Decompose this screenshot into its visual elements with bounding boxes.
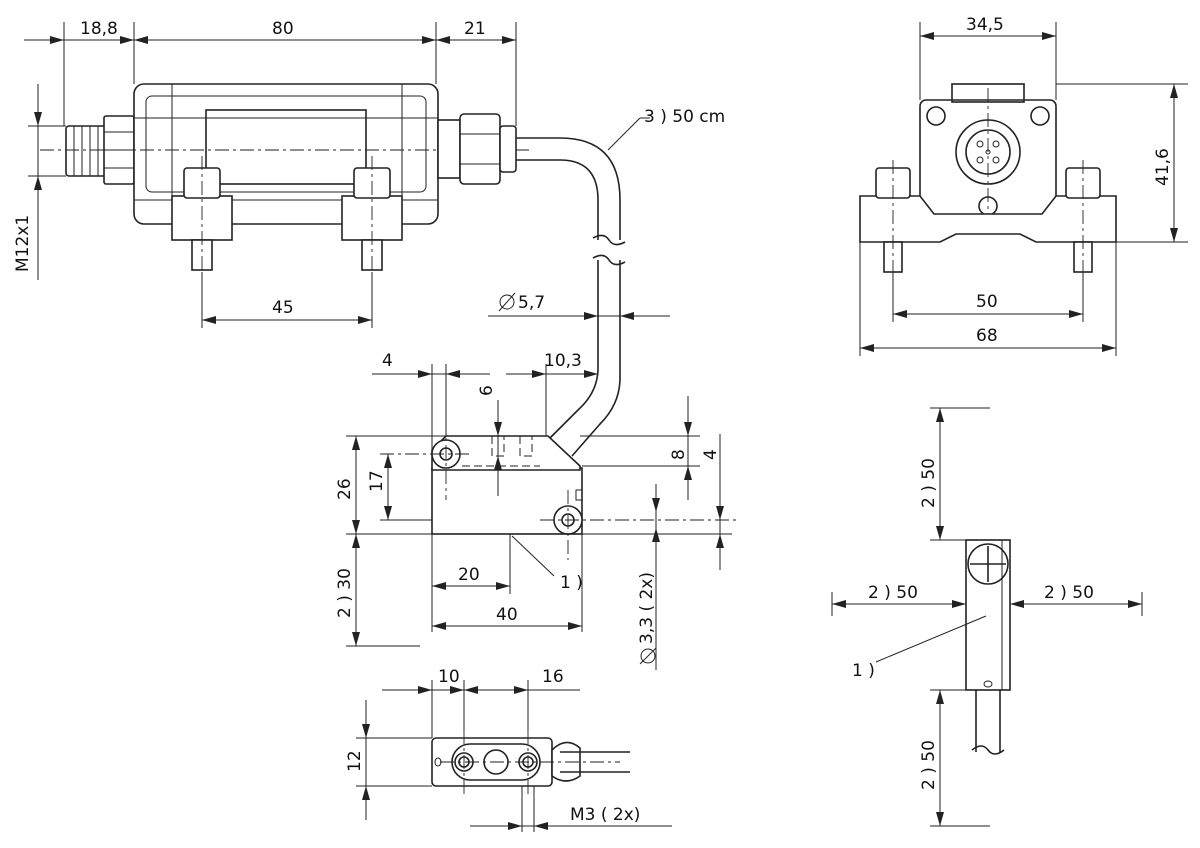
note-label-1-right: 1 ) — [852, 661, 875, 681]
dim-label-4: 4 — [382, 351, 393, 371]
view-bottom: 10 16 12 M3 ( 2x) — [345, 667, 672, 832]
dim-label-10: 10 — [438, 667, 460, 687]
clearance-label-left: 2 ) 50 — [868, 583, 918, 603]
clearance-top: 2 ) 50 — [919, 407, 990, 541]
dimension-45: 45 — [201, 272, 373, 328]
cable-length-note: 3 ) 50 cm — [607, 107, 725, 151]
dim-label-4b: 4 — [701, 449, 721, 460]
clearance-right: 2 ) 50 — [1010, 583, 1143, 616]
view-right: 2 ) 50 2 ) 50 2 ) 50 2 ) 50 1 ) — [831, 407, 1143, 827]
bottom-view-body — [431, 730, 630, 796]
dimension-26: 26 — [335, 435, 446, 535]
dim-label-26: 26 — [335, 478, 355, 500]
dimension-20: 20 — [431, 534, 511, 632]
cable-length-label: 3 ) 50 cm — [644, 107, 725, 127]
dim-label-21: 21 — [464, 19, 486, 39]
end-view-housing — [919, 83, 1057, 236]
dim-label-41-6: 41,6 — [1153, 148, 1173, 186]
clearance-label-bottom: 2 ) 50 — [919, 740, 939, 790]
clearance-bottom: 2 ) 50 — [919, 689, 990, 827]
dim-label-68: 68 — [976, 326, 998, 346]
note-ref-1-right: 1 ) — [852, 615, 987, 681]
clearance-left: 2 ) 50 — [831, 583, 966, 616]
dim-label-50: 50 — [976, 292, 998, 312]
cable-gland — [437, 113, 517, 185]
cable-diameter-label: 5,7 — [518, 293, 545, 313]
dim-label-40: 40 — [496, 605, 518, 625]
dimension-16: 16 — [450, 667, 580, 730]
dim-label-45: 45 — [272, 298, 294, 318]
thread-label-m3: M3 ( 2x) — [570, 805, 640, 825]
dimension-cable-diameter: 5,7 — [488, 292, 670, 320]
dimension-m12: M12x1 — [13, 84, 66, 280]
dimension-50-top-right: 50 — [892, 272, 1084, 322]
sensor-front — [965, 539, 1011, 755]
dimension-8: 8 — [580, 396, 700, 500]
dimension-80: 80 — [134, 19, 437, 84]
cable — [516, 137, 626, 457]
dimension-10: 10 — [382, 667, 500, 738]
dimension-hole-diameter: 3,3 ( 2x) — [637, 484, 660, 670]
dim-label-17: 17 — [367, 470, 387, 492]
dim-label-8: 8 — [669, 449, 689, 460]
clearance-label-top: 2 ) 50 — [919, 458, 939, 508]
dimension-68: 68 — [859, 242, 1117, 356]
sensor-side-body — [380, 420, 740, 560]
clearance-label-right: 2 ) 50 — [1044, 583, 1094, 603]
dimension-30-clearance: 2 ) 30 — [335, 534, 420, 647]
dim-label-20: 20 — [458, 565, 480, 585]
view-top-right: 34,5 41,6 50 68 — [859, 15, 1188, 356]
dimension-17: 17 — [367, 454, 432, 521]
clearance-label-30: 2 ) 30 — [335, 568, 355, 618]
dimension-21: 21 — [436, 19, 517, 126]
dimension-12: 12 — [345, 700, 432, 820]
dimension-10-3: 10,3 — [506, 351, 598, 436]
view-middle: 4 10,3 6 8 4 — [335, 351, 740, 670]
dim-label-16: 16 — [542, 667, 564, 687]
note-label-1-middle: 1 ) — [560, 573, 583, 593]
dim-label-34-5: 34,5 — [966, 15, 1004, 35]
dimension-m3: M3 ( 2x) — [470, 786, 672, 832]
dimension-4-top: 4 — [372, 351, 490, 468]
dimension-6: 6 — [477, 385, 502, 496]
end-view-bracket — [859, 160, 1117, 280]
mounting-bracket-left — [171, 156, 233, 282]
note-ref-1-middle: 1 ) — [511, 535, 583, 593]
dim-label-80: 80 — [272, 19, 294, 39]
dim-label-12: 12 — [345, 750, 365, 772]
dimension-40: 40 — [432, 534, 583, 632]
hole-diameter-label: 3,3 ( 2x) — [637, 572, 657, 644]
view-top-left: 18,8 80 21 M12x1 — [13, 19, 725, 457]
dim-label-10-3: 10,3 — [544, 351, 582, 371]
thread-label-m12: M12x1 — [13, 215, 33, 272]
dimension-41-6: 41,6 — [1056, 83, 1188, 243]
dimension-18-8: 18,8 — [24, 19, 135, 126]
dimension-34-5: 34,5 — [919, 15, 1057, 100]
dim-label-6: 6 — [477, 385, 497, 396]
dim-label-18-8: 18,8 — [80, 19, 118, 39]
mounting-bracket-right — [341, 156, 403, 282]
